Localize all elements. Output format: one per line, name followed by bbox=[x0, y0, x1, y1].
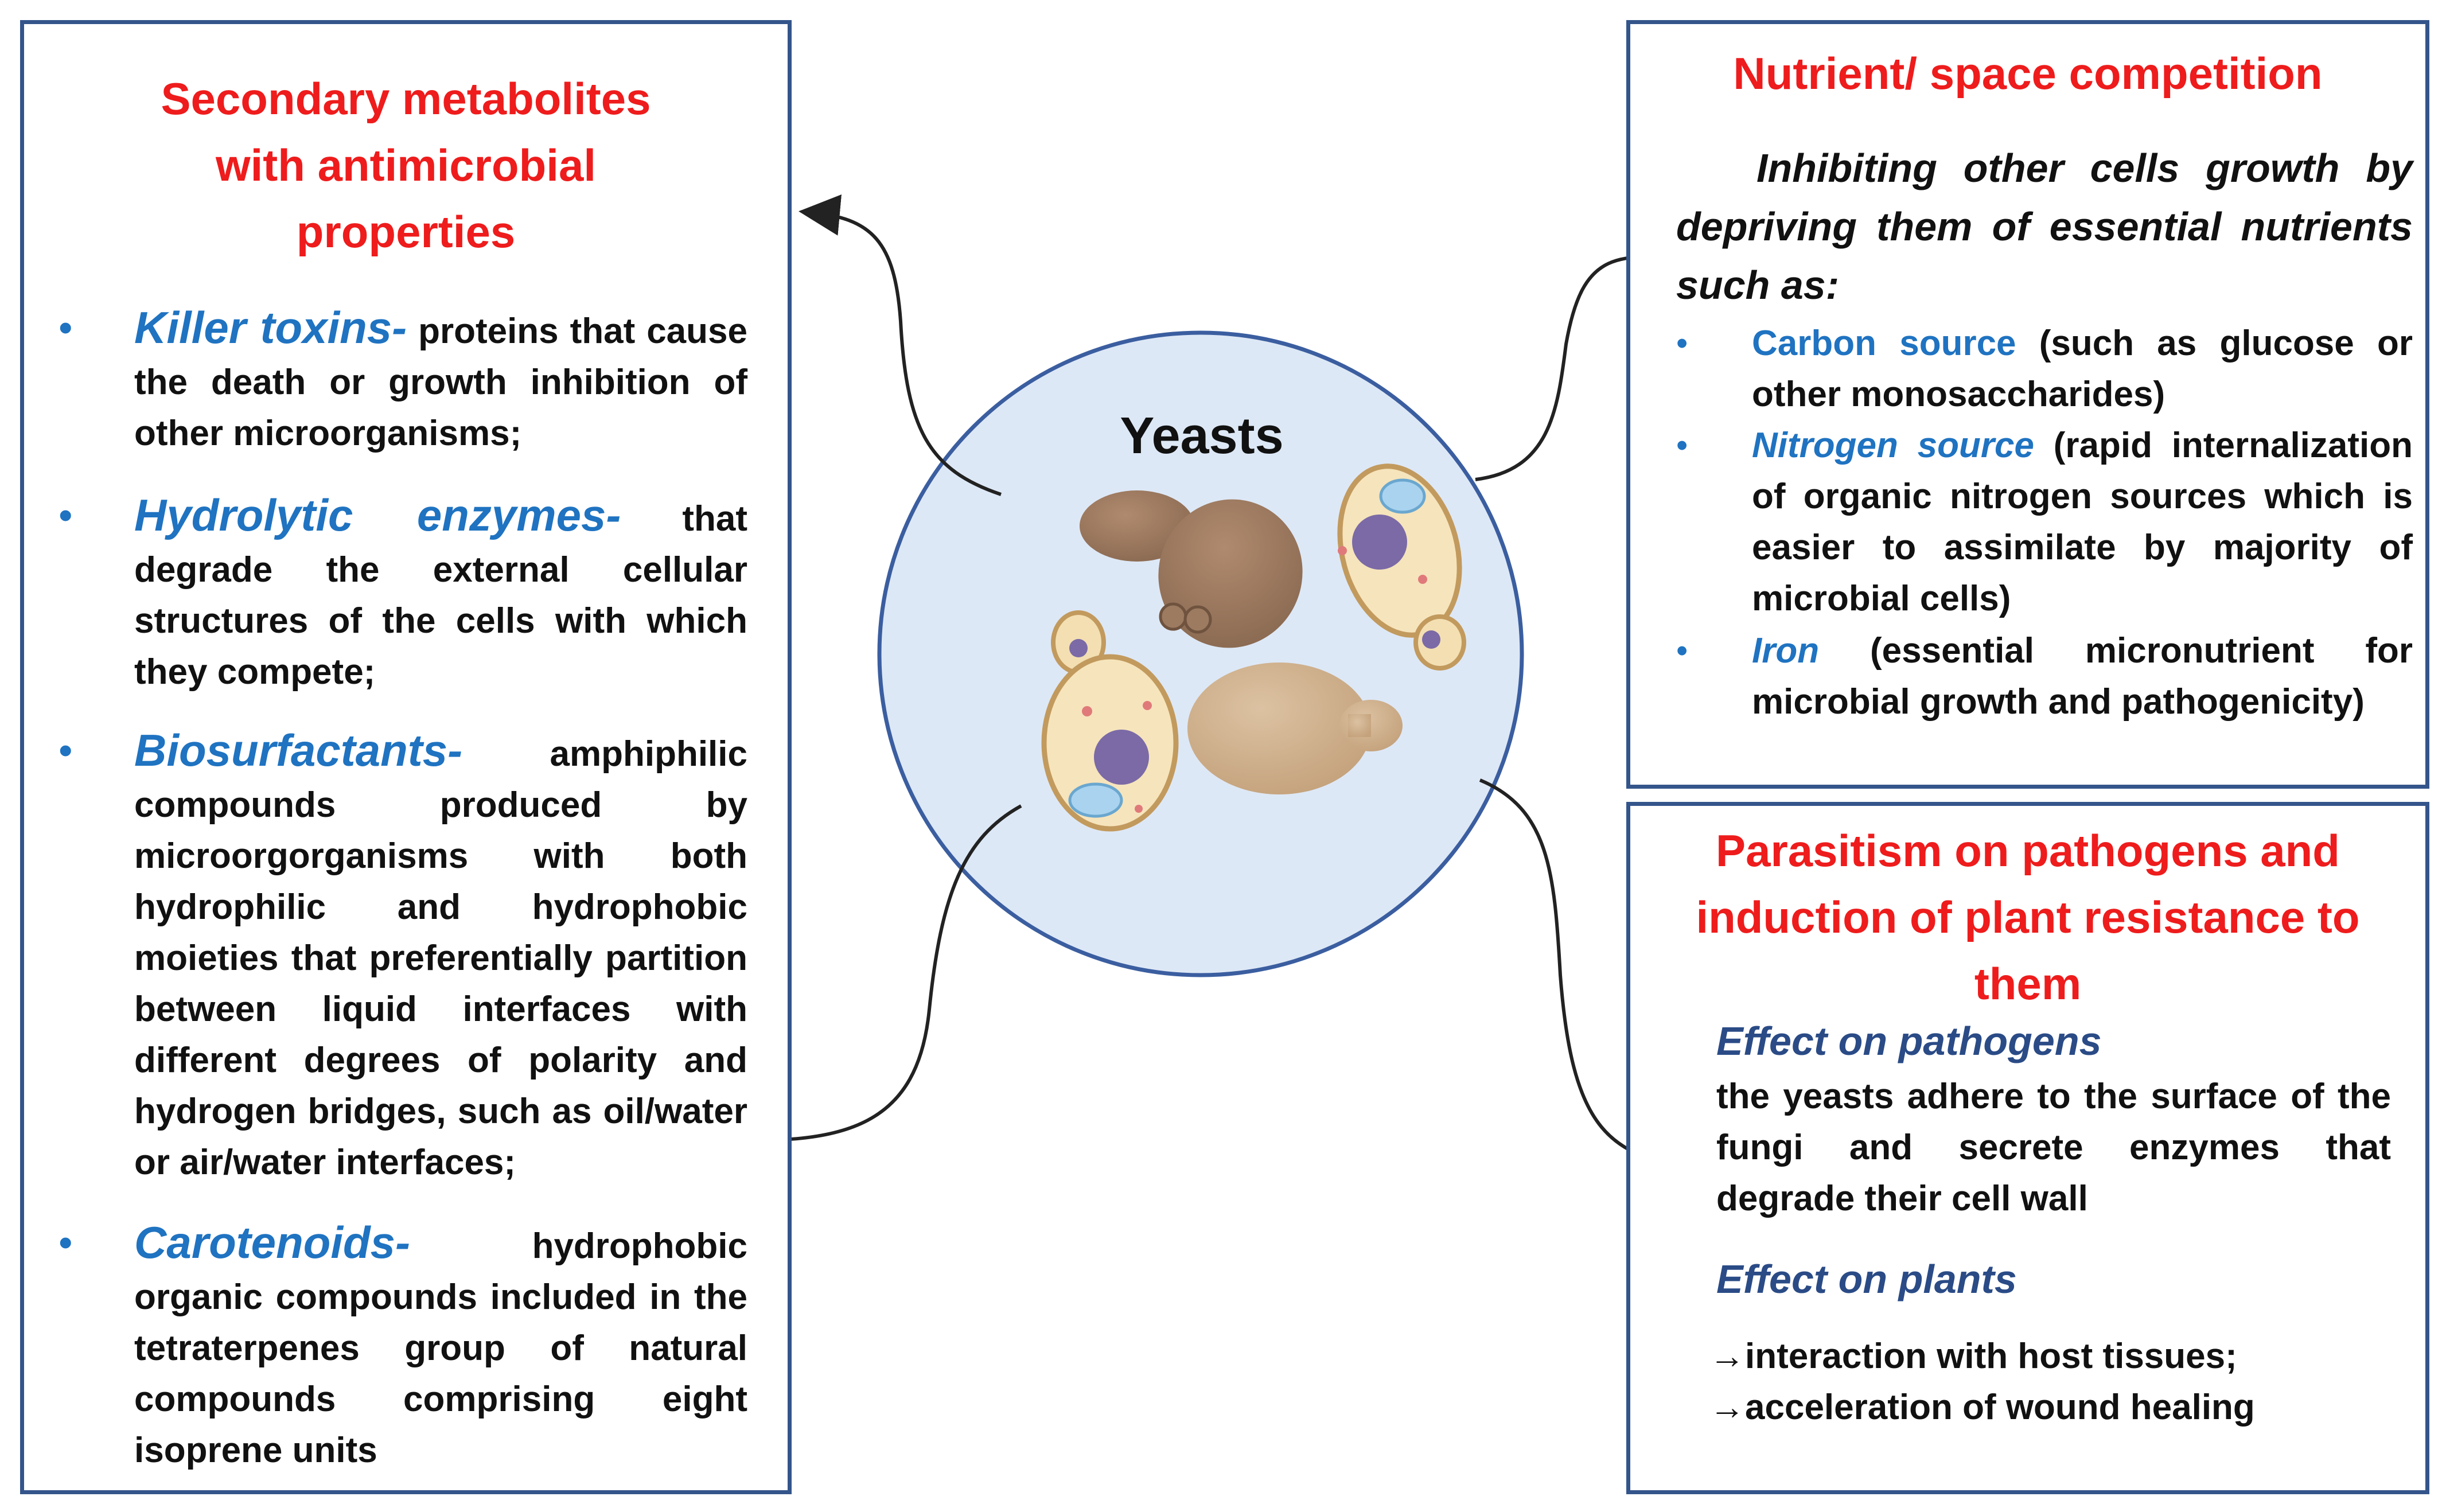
list-item-hydrolytic-enzymes: • Hydrolytic enzymes- that degrade the e… bbox=[59, 490, 747, 697]
list-item-iron: • Iron (essential micronutrient for micr… bbox=[1676, 625, 2413, 727]
yeast-cell-section-right bbox=[1337, 463, 1466, 671]
desc-hydrolytic-enzymes: that degrade the external cellular struc… bbox=[134, 499, 747, 692]
yeast-cell-section-left bbox=[1041, 610, 1179, 832]
term-biosurfactants: Biosurfactants- bbox=[134, 725, 463, 776]
effect-on-pathogens-text: the yeasts adhere to the surface of the … bbox=[1716, 1077, 2391, 1218]
secondary-metabolites-title-line-2: with antimicrobial bbox=[215, 140, 597, 190]
arrow-to-secondary-metabolites bbox=[799, 194, 1002, 496]
secondary-metabolites-box: Secondary metabolites with antimicrobial… bbox=[20, 20, 792, 1494]
center-label: Yeasts bbox=[1120, 407, 1284, 465]
parasitism-title-line-1: Parasitism on pathogens and bbox=[1716, 825, 2340, 876]
term-killer-toxins: Killer toxins- bbox=[134, 302, 407, 353]
arrow-to-biosurfactants bbox=[701, 804, 1022, 1162]
parasitism-title-line-2: induction of plant resistance to bbox=[1696, 892, 2360, 942]
bullet-icon: • bbox=[59, 1220, 73, 1265]
desc-carotenoids: hydrophobic organic compounds included i… bbox=[134, 1226, 747, 1470]
secondary-metabolites-title-line-3: properties bbox=[296, 206, 516, 257]
bullet-icon: • bbox=[1676, 427, 1688, 464]
desc-iron: (essential micronutrient for microbial g… bbox=[1752, 631, 2413, 722]
term-nitrogen-source: Nitrogen source bbox=[1752, 426, 2034, 465]
bullet-icon: • bbox=[59, 728, 73, 773]
desc-nitrogen-source: (rapid internalization of organic nitrog… bbox=[1752, 426, 2413, 618]
list-item-nitrogen-source: • Nitrogen source (rapid internalization… bbox=[1676, 420, 2413, 624]
desc-biosurfactants: amphiphilic compounds produced by microo… bbox=[134, 734, 747, 1182]
nutrient-competition-box: Nutrient/ space competition Inhibiting o… bbox=[1626, 20, 2429, 789]
list-item-carotenoids: • Carotenoids- hydrophobic organic compo… bbox=[59, 1217, 747, 1476]
desc-killer-toxins: proteins that cause the death or growth … bbox=[134, 311, 747, 453]
bullet-icon: • bbox=[59, 493, 73, 537]
nutrient-competition-title: Nutrient/ space competition bbox=[1733, 48, 2323, 99]
nutrient-competition-intro: Inhibiting other cells growth by deprivi… bbox=[1676, 146, 2413, 307]
list-item-killer-toxins: • Killer toxins- proteins that cause the… bbox=[59, 302, 747, 459]
yeast-cell-tan bbox=[1187, 663, 1403, 794]
term-iron: Iron bbox=[1752, 631, 1820, 671]
list-item-biosurfactants: • Biosurfactants- amphiphilic compounds … bbox=[59, 725, 747, 1188]
effect-on-plants-item-1: →interaction with host tissues; bbox=[1709, 1336, 2237, 1376]
bullet-icon: • bbox=[1676, 632, 1688, 669]
effect-on-plants-item-2: →acceleration of wound healing bbox=[1709, 1388, 2255, 1427]
desc-carbon-source: (such as glucose or other monosaccharide… bbox=[1752, 324, 2413, 414]
bullet-icon: • bbox=[59, 305, 73, 350]
effect-on-pathogens-heading: Effect on pathogens bbox=[1716, 1019, 2102, 1063]
term-carotenoids: Carotenoids- bbox=[134, 1217, 411, 1268]
term-carbon-source: Carbon source bbox=[1752, 324, 2016, 363]
bullet-icon: • bbox=[1676, 325, 1688, 362]
effect-on-plants-heading: Effect on plants bbox=[1716, 1257, 2017, 1301]
parasitism-title-line-3: them bbox=[1974, 958, 2082, 1009]
list-item-carbon-source: • Carbon source (such as glucose or othe… bbox=[1676, 318, 2413, 420]
parasitism-box: Parasitism on pathogens and induction of… bbox=[1626, 802, 2429, 1494]
yeast-cell-brown bbox=[1080, 490, 1303, 648]
secondary-metabolites-title-line-1: Secondary metabolites bbox=[161, 73, 651, 124]
term-hydrolytic-enzymes: Hydrolytic enzymes- bbox=[134, 490, 621, 540]
